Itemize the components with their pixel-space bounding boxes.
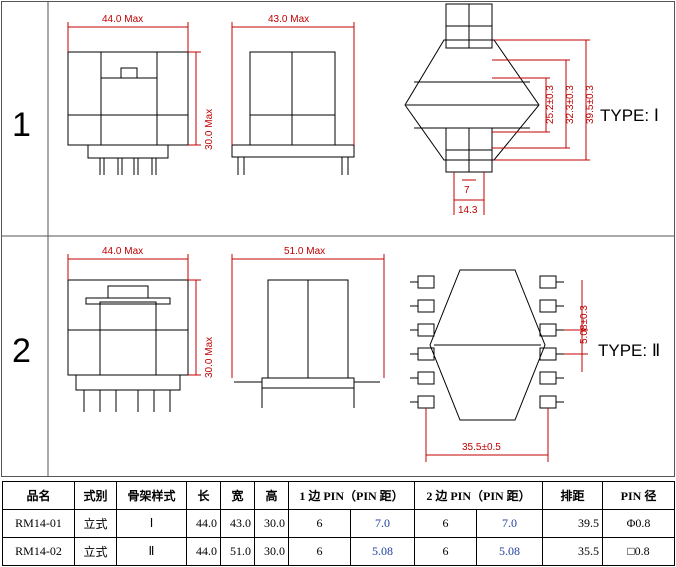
cell-side1-pin-count: 6 [288, 509, 351, 538]
row-number-1: 1 [12, 106, 31, 144]
cell-pin-diameter: Φ0.8 [602, 509, 675, 538]
cell-width: 51.0 [220, 537, 255, 566]
row2-front-width-label: 44.0 Max [102, 246, 143, 257]
cell-side2-pin-pitch: 7.0 [476, 509, 543, 538]
cell-bobbin-type: Ⅱ [116, 537, 187, 566]
row1-front-view [67, 51, 189, 175]
row1-side-dims [231, 22, 355, 145]
row2-top-dims [425, 280, 588, 462]
cell-height: 30.0 [254, 537, 289, 566]
row1-front-width-label: 44.0 Max [102, 14, 143, 25]
row1-front-dims [67, 22, 201, 146]
cell-side1-pin-pitch: 7.0 [350, 509, 415, 538]
cell-side1-pin-count: 6 [288, 537, 351, 566]
cell-length: 44.0 [186, 509, 221, 538]
row1-side-view [231, 51, 355, 175]
cell-width: 43.0 [220, 509, 255, 538]
cell-length: 44.0 [186, 537, 221, 566]
cell-side1-pin-pitch: 5.08 [350, 537, 415, 566]
cell-pin-diameter: □0.8 [602, 537, 675, 566]
cell-row-spacing: 35.5 [542, 537, 603, 566]
drawing-frame [1, 1, 675, 477]
row-number-2: 2 [12, 332, 31, 370]
header-style: 式别 [74, 481, 117, 510]
header-height: 高 [254, 481, 289, 510]
cell-part-name: RM14-01 [2, 509, 75, 538]
table-row: RM14-01 立式 Ⅰ 44.0 43.0 30.0 6 7.0 6 7.0 … [2, 509, 675, 538]
cell-bobbin-type: Ⅰ [116, 509, 187, 538]
row2-front-height-label: 30.0 Max [204, 337, 215, 378]
cell-side2-pin-pitch: 5.08 [476, 537, 543, 566]
cell-side2-pin-count: 6 [414, 509, 477, 538]
header-length: 长 [186, 481, 221, 510]
cell-height: 30.0 [254, 509, 289, 538]
row1-dim-pin-pitch: 7 [464, 185, 470, 196]
header-bobbin-type: 骨架样式 [116, 481, 187, 510]
header-side2-pin: 2 边 PIN（PIN 距） [414, 481, 543, 510]
row2-dim-row-spacing: 35.5±0.5 [462, 442, 501, 453]
row2-front-view [67, 279, 189, 412]
row2-side-width-label: 51.0 Max [284, 246, 325, 257]
spec-table: 品名 式别 骨架样式 长 宽 高 1 边 PIN（PIN 距） 2 边 PIN（… [2, 481, 675, 566]
row2-side-dims [231, 254, 385, 378]
row2-type-label: TYPE: Ⅱ [598, 341, 660, 360]
cell-row-spacing: 39.5 [542, 509, 603, 538]
header-part-name: 品名 [2, 481, 75, 510]
table-row: RM14-02 立式 Ⅱ 44.0 51.0 30.0 6 5.08 6 5.0… [2, 537, 675, 566]
row1-dim-pin-width: 14.3 [458, 205, 478, 216]
row2-dim-pin-pitch: 5.08±0.3 [579, 305, 590, 344]
row1-dim-outer: 39.5±0.3 [585, 85, 596, 124]
row1-top-dims [453, 39, 590, 215]
header-side1-pin: 1 边 PIN（PIN 距） [288, 481, 415, 510]
header-width: 宽 [220, 481, 255, 510]
cell-style: 立式 [74, 509, 117, 538]
row1-dim-middle: 32.3±0.3 [565, 85, 576, 124]
row1-dim-inner: 25.2±0.3 [545, 85, 556, 124]
cell-part-name: RM14-02 [2, 537, 75, 566]
header-row-spacing: 排距 [542, 481, 603, 510]
header-pin-diameter: PIN 径 [602, 481, 675, 510]
row2-side-view [234, 279, 380, 408]
row1-top-view [404, 3, 540, 173]
cell-style: 立式 [74, 537, 117, 566]
row1-side-width-label: 43.0 Max [268, 14, 309, 25]
row1-front-height-label: 30.0 Max [204, 109, 215, 150]
row1-type-label: TYPE: Ⅰ [600, 106, 659, 125]
row2-top-view [410, 269, 564, 421]
cell-side2-pin-count: 6 [414, 537, 477, 566]
table-header-row: 品名 式别 骨架样式 长 宽 高 1 边 PIN（PIN 距） 2 边 PIN（… [2, 481, 675, 510]
drawing-area: 1 2 44.0 Max 30.0 Max 43.0 Max [1, 1, 675, 477]
row2-front-dims [67, 254, 201, 376]
